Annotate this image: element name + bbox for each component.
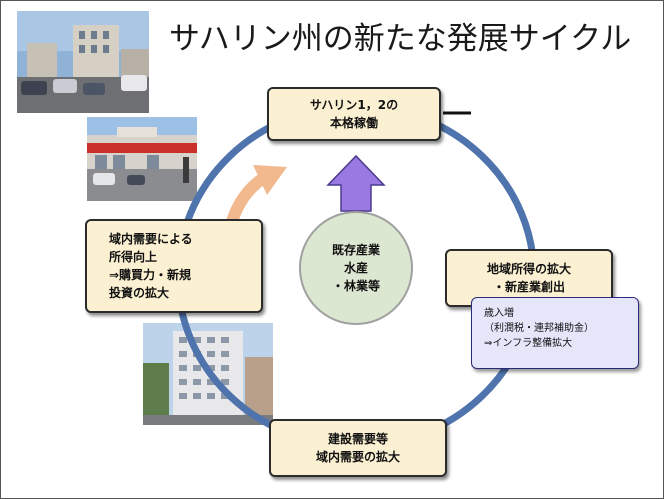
revenue-note-line-3: ⇒インフラ整備拡大 [484, 338, 573, 349]
existing-industries-line-2: 水産 [343, 261, 368, 275]
existing-industries-line-3: ・林業等 [331, 279, 380, 293]
revenue-note: 歳入増 （利潤税・連邦補助金） ⇒インフラ整備拡大 [471, 297, 639, 369]
node-income-growth-line-2: 所得向上 [109, 250, 158, 264]
node-construction-demand: 建設需要等 域内需要の拡大 [269, 419, 447, 477]
existing-industries-circle: 既存産業 水産 ・林業等 [299, 211, 413, 325]
slide-title: サハリン州の新たな発展サイクル [169, 21, 632, 57]
node-income-growth-line-1: 域内需要による [109, 232, 193, 246]
up-arrow-icon [326, 154, 386, 212]
node-income-growth: 域内需要による 所得向上 ⇒購買力・新規 投資の拡大 [85, 219, 263, 313]
revenue-note-line-1: 歳入増 [484, 308, 514, 319]
shopping-center-photo [87, 117, 197, 201]
node-regional-income-line-1: 地域所得の拡大 [486, 262, 571, 276]
node-sakhalin-production-line-2: 本格稼働 [329, 116, 378, 130]
node-sakhalin-production: サハリン1，2の 本格稼働 [267, 87, 441, 141]
node-regional-income-line-2: ・新産業創出 [492, 280, 565, 294]
revenue-note-line-2: （利潤税・連邦補助金） [484, 323, 594, 334]
node-sakhalin-production-line-1: サハリン1，2の [309, 98, 399, 112]
node-construction-demand-line-1: 建設需要等 [327, 432, 388, 446]
node-income-growth-line-4: 投資の拡大 [109, 286, 170, 300]
existing-industries-line-1: 既存産業 [331, 243, 380, 257]
city-street-photo [17, 11, 149, 113]
node-income-growth-line-3: ⇒購買力・新規 [109, 268, 192, 282]
node-construction-demand-line-2: 域内需要の拡大 [315, 450, 400, 464]
